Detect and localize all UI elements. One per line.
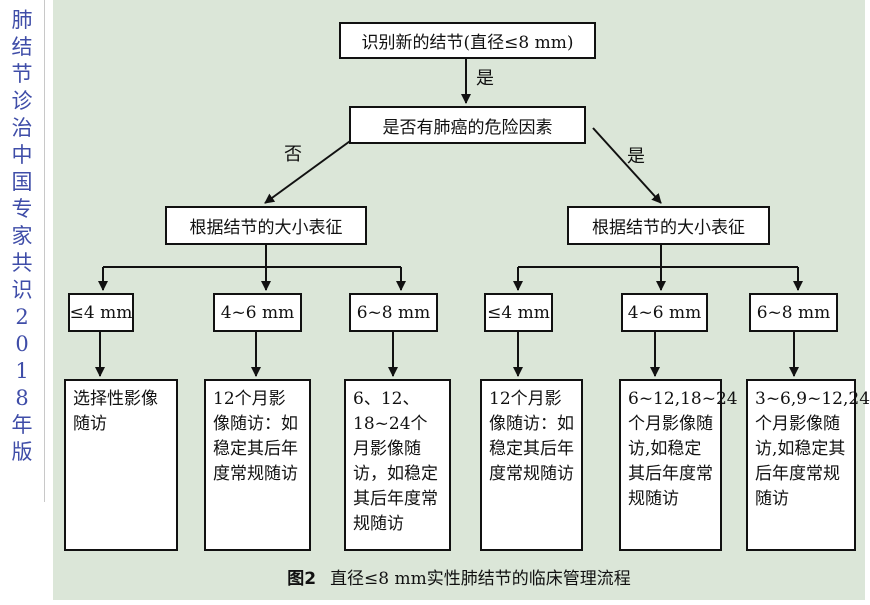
left-classify-node: 根据结节的大小表征 (165, 206, 367, 245)
sidebar-char: 肺 (11, 8, 33, 32)
sidebar-char: 家 (11, 224, 33, 248)
left-size-node: 4~6 mm (213, 293, 302, 332)
left-action-node: 12个月影像随访：如稳定其后年度常规随访 (204, 379, 311, 551)
sidebar-char: 国 (11, 170, 33, 194)
edge-label-yes: 是 (627, 146, 645, 167)
sidebar-title: 肺 结 节 诊 治 中 国 专 家 共 识 2 0 1 8 年 版 (0, 0, 45, 502)
figure-caption: 图2 直径≤8 mm实性肺结节的临床管理流程 (53, 564, 865, 589)
sidebar-char: 共 (11, 251, 33, 275)
sidebar-char: 结 (11, 35, 33, 59)
sidebar-char: 诊 (11, 89, 33, 113)
left-size-node: 6~8 mm (349, 293, 438, 332)
figure-caption-text: 直径≤8 mm实性肺结节的临床管理流程 (330, 569, 631, 589)
sidebar-char: 治 (11, 116, 33, 140)
right-size-node: 6~8 mm (749, 293, 838, 332)
sidebar-char: 版 (11, 440, 33, 464)
edge-label-yes-root: 是 (476, 68, 494, 89)
right-action-node: 3~6,9~12,24个月影像随访,如稳定其后年度常规随访 (746, 379, 870, 551)
left-action-node: 6、12、18~24个月影像随访，如稳定其后年度常规随访 (344, 379, 451, 551)
flowchart-connectors (95, 59, 803, 377)
arrow-risk-to-right (592, 127, 662, 204)
sidebar-char: 1 (15, 359, 29, 383)
left-size-node: ≤4 mm (68, 293, 134, 332)
sidebar-char: 专 (11, 197, 33, 221)
sidebar-char: 8 (15, 386, 29, 410)
sidebar-char: 识 (11, 278, 33, 302)
right-size-node: ≤4 mm (484, 293, 553, 332)
sidebar-char: 0 (15, 332, 29, 356)
edge-label-no: 否 (284, 144, 302, 165)
right-action-node: 6~12,18~24个月影像随访,如稳定其后年度常规随访 (619, 379, 738, 551)
sidebar-char: 节 (11, 62, 33, 86)
flowchart-figure: 是 否 是 识别新的结节(直径≤8 mm) 是否有肺癌的危险因素 根据结节的大小… (53, 0, 870, 600)
figure-number: 图2 (287, 569, 317, 589)
right-action-node: 12个月影像随访：如稳定其后年度常规随访 (480, 379, 583, 551)
risk-question-node: 是否有肺癌的危险因素 (349, 106, 586, 144)
left-action-node: 选择性影像随访 (64, 379, 178, 551)
sidebar-char: 2 (15, 305, 29, 329)
root-node: 识别新的结节(直径≤8 mm) (339, 22, 596, 59)
sidebar-char: 中 (11, 143, 33, 167)
right-size-node: 4~6 mm (621, 293, 708, 332)
sidebar-char: 年 (11, 413, 33, 437)
right-classify-node: 根据结节的大小表征 (567, 206, 770, 245)
